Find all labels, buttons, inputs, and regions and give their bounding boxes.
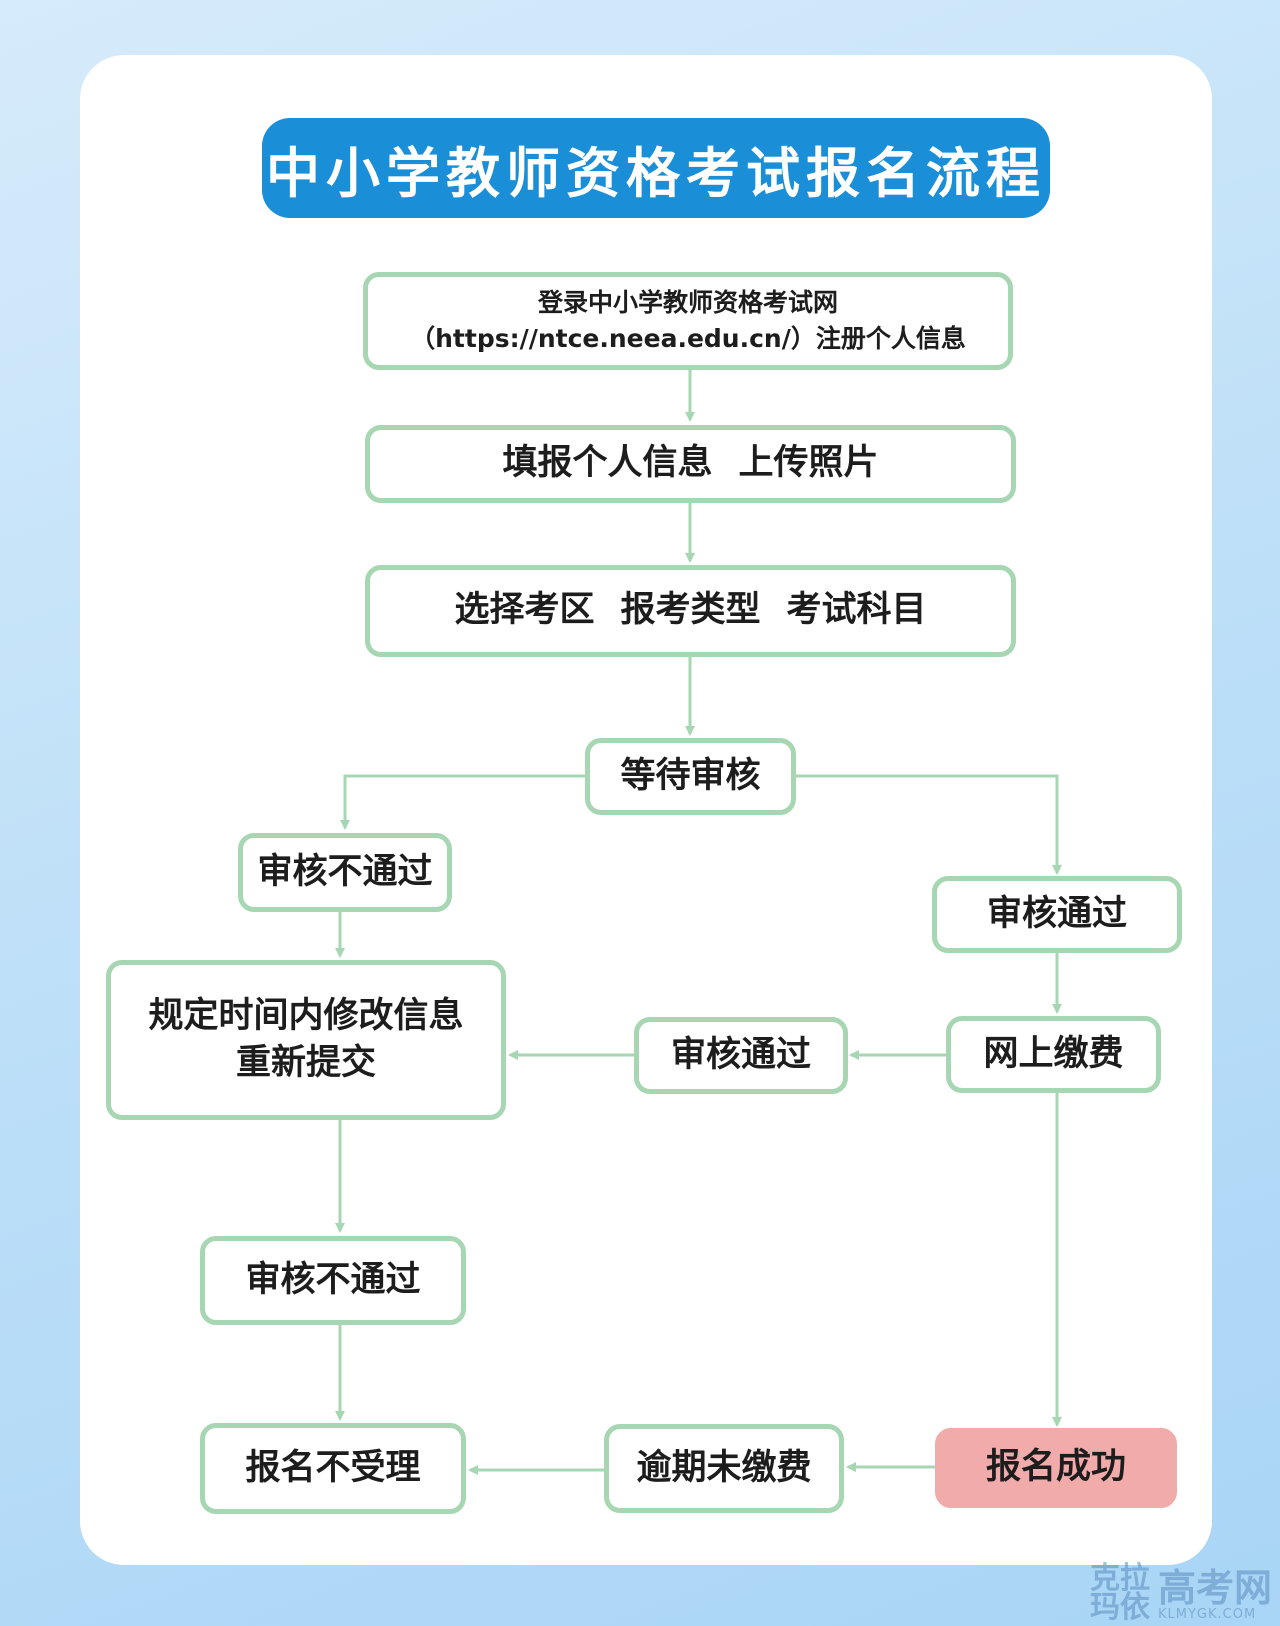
arrow-wait-to-fail1 (340, 774, 585, 830)
step-review-pass-1: 审核通过 (932, 876, 1182, 953)
step-modify-line2: 重新提交 (235, 1043, 376, 1083)
step-select: 选择考区 报考类型 考试科目 (365, 565, 1016, 657)
step-select-part1: 选择考区 (454, 590, 595, 631)
arrow-wait-to-pass1 (796, 774, 1062, 875)
step-registration-success: 报名成功 (935, 1428, 1177, 1508)
watermark-url: KLMYGK.COM (1157, 1607, 1257, 1622)
step-fill-info: 填报个人信息 上传照片 (365, 425, 1016, 503)
page-title: 中小学教师资格考试报名流程 (262, 118, 1050, 218)
step-modify-resubmit: 规定时间内修改信息 重新提交 (106, 960, 506, 1120)
step-modify-line1: 规定时间内修改信息 (148, 995, 464, 1036)
step-online-payment: 网上缴费 (946, 1016, 1161, 1093)
watermark: 克拉玛依 高考网 KLMYGK.COM (1089, 1561, 1272, 1625)
watermark-name: 高考网 (1157, 1566, 1272, 1610)
step-wait-review: 等待审核 (585, 738, 796, 815)
step-select-part2: 报考类型 (620, 590, 761, 631)
step-register-line2: （https://ntce.neea.edu.cn/）注册个人信息 (410, 324, 966, 353)
step-review-fail-2: 审核不通过 (200, 1236, 466, 1325)
watermark-logo: 克拉玛依 (1089, 1561, 1150, 1625)
step-fill-info-part2: 上传照片 (738, 443, 879, 484)
step-register-line1: 登录中小学教师资格考试网 (537, 287, 838, 317)
step-overdue-unpaid: 逾期未缴费 (604, 1424, 844, 1513)
step-fill-info-part1: 填报个人信息 (502, 443, 713, 484)
step-review-pass-2: 审核通过 (634, 1017, 848, 1094)
step-review-fail-1: 审核不通过 (238, 833, 452, 912)
step-select-part3: 考试科目 (786, 590, 927, 631)
step-register: 登录中小学教师资格考试网 （https://ntce.neea.edu.cn/）… (363, 272, 1013, 370)
step-registration-rejected: 报名不受理 (200, 1423, 466, 1514)
